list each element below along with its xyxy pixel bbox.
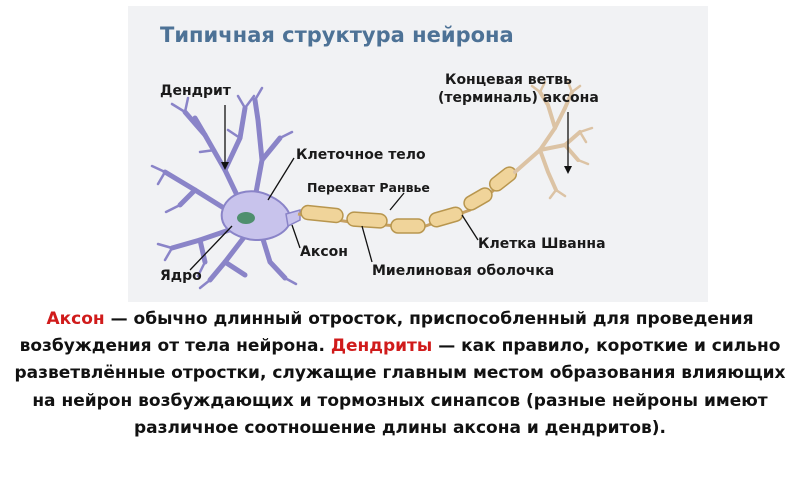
axon-terminal-fine bbox=[530, 80, 594, 200]
description-text-1: — обычно длинный отросток, приспособленн… bbox=[19, 309, 754, 357]
label-pointers bbox=[189, 105, 569, 271]
description-paragraph: Аксон — обычно длинный отросток, приспос… bbox=[0, 306, 800, 442]
label-terminal-line1: Концевая ветвь bbox=[445, 72, 572, 88]
myelin-segments bbox=[300, 166, 518, 234]
label-dendrite: Дендрит bbox=[160, 83, 231, 99]
term-dendrites: Дендриты bbox=[330, 336, 433, 357]
dendrite-fine-branches bbox=[150, 86, 298, 290]
label-schwann-cell: Клетка Шванна bbox=[478, 236, 606, 252]
diagram-title: Типичная структура нейрона bbox=[160, 23, 514, 47]
term-axon: Аксон bbox=[46, 309, 105, 329]
label-ranvier-node: Перехват Ранвье bbox=[307, 180, 430, 195]
label-myelin-sheath: Миелиновая оболочка bbox=[372, 263, 555, 279]
axon-terminals bbox=[513, 90, 582, 192]
dendrites bbox=[162, 97, 288, 283]
label-axon: Аксон bbox=[300, 244, 348, 260]
nucleus-shape bbox=[237, 212, 255, 224]
description-text-2: — как правило, короткие и сильно разветв… bbox=[14, 336, 786, 438]
axon-hillock bbox=[285, 209, 301, 228]
pointer-arrowheads bbox=[221, 162, 572, 174]
label-terminal-line2: (терминаль) аксона bbox=[438, 90, 599, 106]
neuron-diagram bbox=[150, 80, 594, 290]
label-nucleus: Ядро bbox=[160, 268, 202, 284]
cell-body bbox=[220, 190, 292, 241]
label-cell-body: Клеточное тело bbox=[296, 147, 426, 163]
